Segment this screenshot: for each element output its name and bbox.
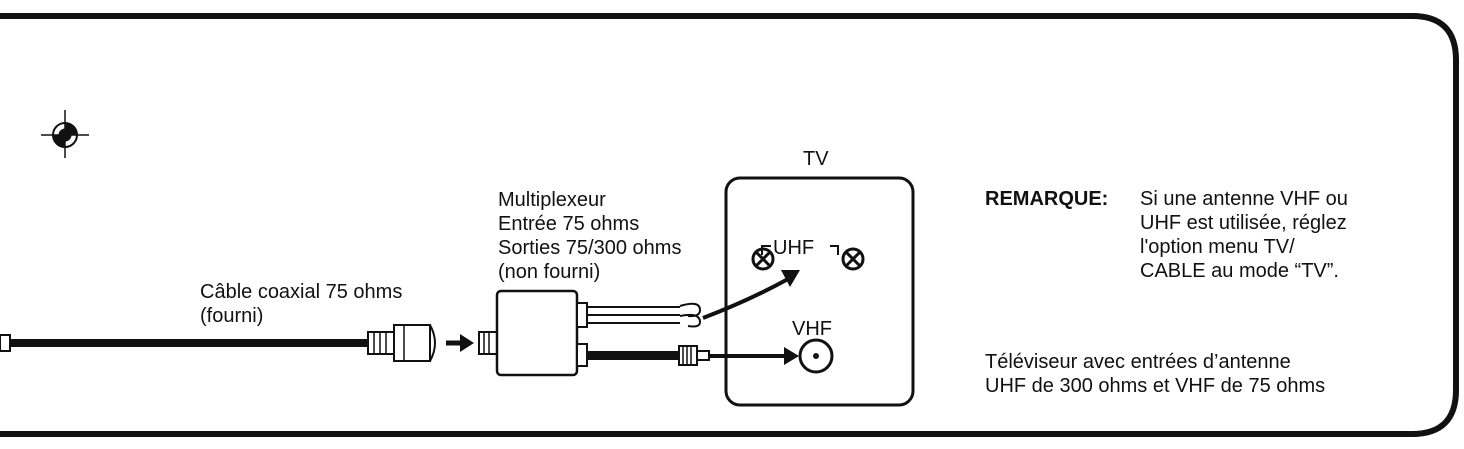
arrow-right-icon bbox=[446, 334, 474, 352]
cable-label: Câble coaxial 75 ohms (fourni) bbox=[200, 280, 402, 328]
tv-label: TV bbox=[803, 148, 829, 170]
caption-line: Téléviseur avec entrées d’antenne bbox=[985, 351, 1291, 373]
multiplexer-label-line: Multiplexeur bbox=[498, 189, 606, 211]
vhf-label: VHF bbox=[792, 318, 832, 340]
multiplexer-label-line: (non fourni) bbox=[498, 261, 601, 283]
note-line: Si une antenne VHF ou bbox=[1140, 188, 1348, 210]
vhf-arrow-icon bbox=[709, 347, 799, 365]
uhf-label: UHF bbox=[773, 237, 815, 259]
note-line: l'option menu TV/ bbox=[1140, 236, 1295, 258]
multiplexer-input bbox=[478, 331, 498, 355]
cable-label-line: Câble coaxial 75 ohms bbox=[200, 281, 403, 303]
tv-box bbox=[724, 176, 915, 407]
multiplexer-label-line: Sorties 75/300 ohms bbox=[498, 237, 682, 259]
registration-mark-icon bbox=[41, 110, 89, 158]
tv-caption: Téléviseur avec entrées d’antenne UHF de… bbox=[985, 350, 1325, 398]
note-body: Si une antenne VHF ou UHF est utilisée, … bbox=[1140, 187, 1348, 283]
uhf-terminal-icon bbox=[751, 247, 865, 271]
coaxial-cable bbox=[0, 324, 436, 362]
note-line: UHF est utilisée, réglez bbox=[1140, 212, 1347, 234]
note-title: REMARQUE: bbox=[985, 188, 1109, 210]
uhf-bracket bbox=[761, 245, 839, 255]
multiplexer-label-line: Entrée 75 ohms bbox=[498, 213, 640, 235]
coax-output bbox=[576, 343, 710, 367]
vhf-terminal-icon bbox=[798, 338, 834, 374]
multiplexer-label: Multiplexeur Entrée 75 ohms Sorties 75/3… bbox=[498, 188, 681, 284]
multiplexer-body bbox=[495, 289, 579, 377]
panel-frame bbox=[0, 13, 1459, 437]
note-line: CABLE au mode “TV”. bbox=[1140, 260, 1339, 282]
caption-line: UHF de 300 ohms et VHF de 75 ohms bbox=[985, 375, 1326, 397]
twin-lead-output bbox=[576, 302, 702, 328]
curved-arrow-icon bbox=[702, 270, 800, 320]
cable-label-line: (fourni) bbox=[200, 305, 264, 327]
